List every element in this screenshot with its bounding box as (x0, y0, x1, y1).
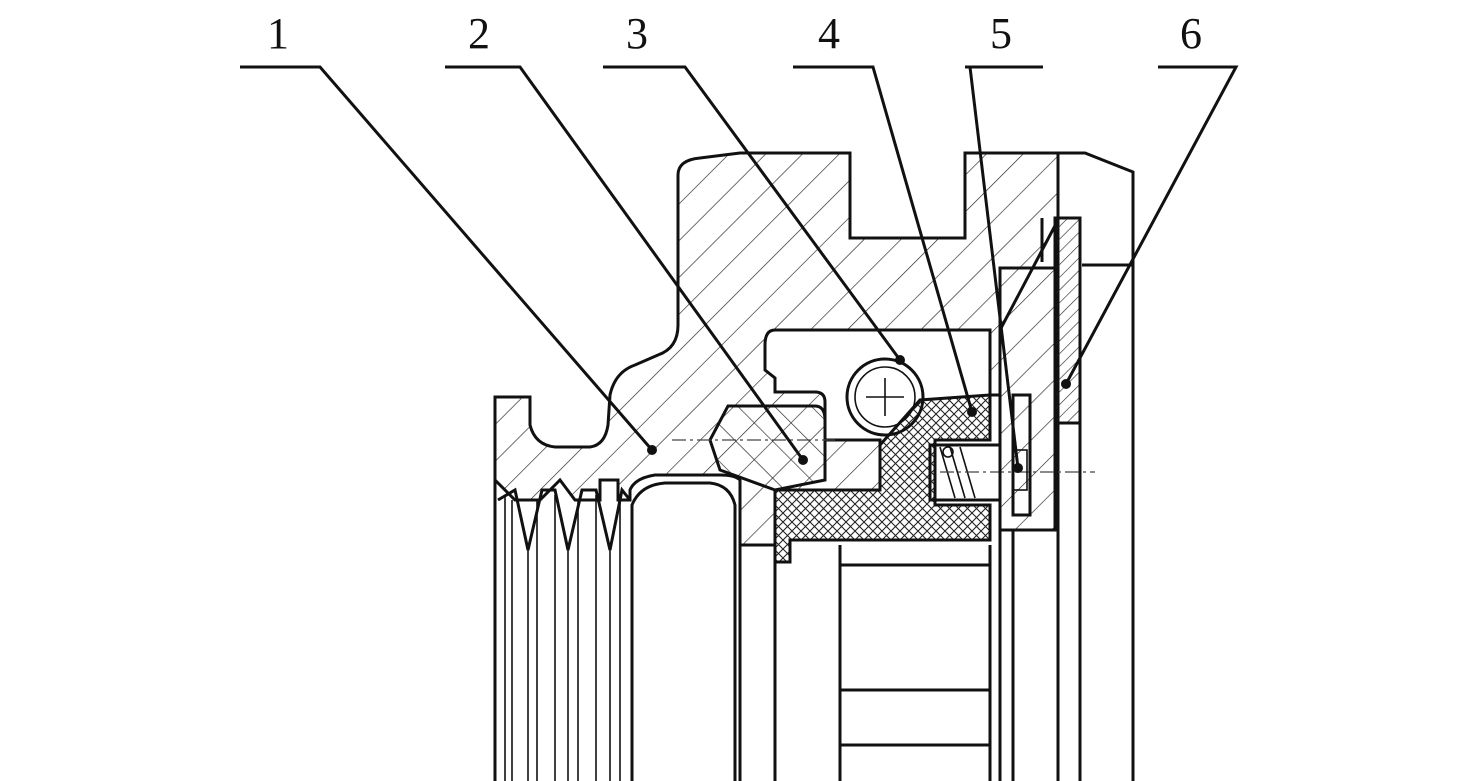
pulley-grooves (493, 397, 632, 781)
label-4: 4 (818, 9, 840, 58)
label-3: 3 (626, 9, 648, 58)
leader-lines (240, 65, 1239, 473)
retainer-part-4 (773, 393, 992, 564)
seal-part-2 (708, 404, 827, 492)
label-2: 2 (468, 9, 490, 58)
plate-part-6 (1040, 216, 1082, 425)
label-6: 6 (1180, 9, 1202, 58)
sleeve-part-5 (998, 268, 1032, 781)
label-1: 1 (267, 9, 289, 58)
bearing-cage (838, 545, 992, 781)
label-5: 5 (990, 9, 1012, 58)
ball-part-3 (845, 357, 925, 437)
